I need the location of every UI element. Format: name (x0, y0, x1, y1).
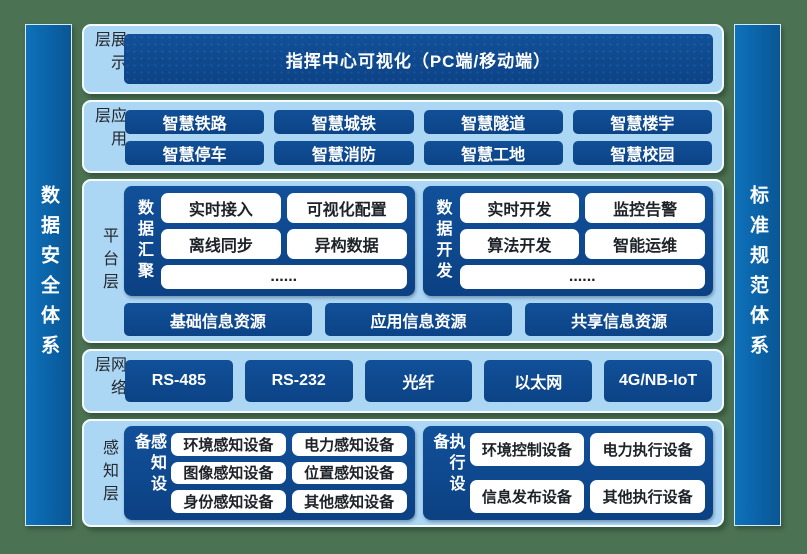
module-box: 实时接入 (161, 193, 281, 223)
device-box: 环境控制设备 (469, 433, 585, 466)
app-box: 智慧城铁 (274, 110, 414, 134)
resource-box: 共享信息资源 (525, 303, 714, 336)
application-grid: 智慧铁路 智慧城铁 智慧隧道 智慧楼宇 智慧停车 智慧消防 智慧工地 智慧校园 (124, 107, 713, 166)
network-box: RS-232 (244, 360, 353, 402)
pillar-data-security: 数据安全体系 (25, 24, 72, 526)
resource-box: 应用信息资源 (324, 303, 513, 336)
app-box: 智慧铁路 (125, 110, 265, 134)
module-box: 智能运维 (585, 229, 705, 259)
layer-stack: 展示层 指挥中心可视化（PC端/移动端） 应用层 智慧铁路 智慧城铁 智慧隧道 … (82, 24, 724, 527)
group-data-aggregation: 数据汇聚 实时接入 可视化配置 离线同步 异构数据 ...... (124, 186, 415, 296)
layer-label: 网络层 (92, 356, 125, 402)
device-box: 身份感知设备 (171, 490, 286, 513)
network-box: 光纤 (364, 360, 473, 402)
layer-perception-label-area: 感知层 (92, 426, 124, 520)
layer-platform: 平台层 数据汇聚 实时接入 可视化配置 离线同步 异构 (82, 179, 724, 343)
app-box: 智慧隧道 (423, 110, 563, 134)
device-box: 电力执行设备 (590, 433, 705, 466)
app-box: 智慧楼宇 (572, 110, 712, 134)
layer-perception: 感知层 感知设备 环境感知设备 电力感知设备 图像感知设备 位置感知设备 身份感… (82, 419, 724, 527)
group-sensing-devices: 感知设备 环境感知设备 电力感知设备 图像感知设备 位置感知设备 身份感知设备 … (124, 426, 415, 520)
module-box-ellipsis: ...... (161, 265, 407, 289)
module-box-ellipsis: ...... (459, 265, 705, 289)
device-box: 图像感知设备 (171, 461, 286, 485)
device-box: 电力感知设备 (291, 433, 407, 456)
layer-display-label-area: 展示层 (92, 31, 125, 87)
layer-display: 展示层 指挥中心可视化（PC端/移动端） (82, 24, 724, 94)
layer-label: 展示层 (92, 31, 125, 77)
pillar-standards-label: 标准规范体系 (747, 185, 768, 365)
group-execution-devices: 执行设备 环境控制设备 电力执行设备 信息发布设备 其他执行设备 (422, 426, 713, 520)
app-box: 智慧消防 (274, 141, 414, 165)
pillar-data-security-label: 数据安全体系 (38, 185, 59, 365)
device-box: 位置感知设备 (291, 461, 407, 485)
group-label: 执行设备 (430, 433, 464, 496)
device-box: 其他执行设备 (590, 480, 705, 513)
layer-label: 应用层 (92, 107, 125, 153)
module-box: 实时开发 (459, 193, 580, 223)
network-box: 以太网 (484, 360, 593, 402)
network-grid: RS-485 RS-232 光纤 以太网 4G/NB-IoT (124, 356, 713, 406)
network-box: 4G/NB-IoT (604, 360, 712, 402)
layer-label: 平台层 (100, 226, 117, 296)
app-box: 智慧停车 (125, 141, 265, 165)
layer-application: 应用层 智慧铁路 智慧城铁 智慧隧道 智慧楼宇 智慧停车 智慧消防 智慧工地 智… (82, 100, 724, 173)
network-box: RS-485 (125, 360, 233, 402)
device-box: 环境感知设备 (171, 433, 286, 456)
group-label: 感知设备 (132, 433, 165, 496)
layer-application-label-area: 应用层 (92, 107, 125, 166)
group-label: 数据开发 (433, 199, 451, 283)
group-label: 数据汇聚 (135, 199, 152, 283)
layer-network-label-area: 网络层 (92, 356, 125, 406)
layer-label: 感知层 (100, 438, 117, 508)
app-box: 智慧工地 (423, 141, 563, 165)
module-box: 异构数据 (286, 229, 407, 259)
device-box: 信息发布设备 (469, 480, 585, 513)
group-data-development: 数据开发 实时开发 监控告警 算法开发 智能运维 ...... (422, 186, 713, 296)
display-main-box: 指挥中心可视化（PC端/移动端） (124, 34, 713, 84)
module-box: 监控告警 (585, 193, 705, 223)
module-box: 算法开发 (459, 229, 580, 259)
app-box: 智慧校园 (572, 141, 712, 165)
layer-platform-label-area: 平台层 (92, 186, 124, 336)
module-box: 离线同步 (161, 229, 281, 259)
layer-network: 网络层 RS-485 RS-232 光纤 以太网 4G/NB-IoT (82, 349, 724, 413)
resource-box: 基础信息资源 (124, 303, 312, 336)
device-box: 其他感知设备 (291, 490, 407, 513)
pillar-standards: 标准规范体系 (734, 24, 781, 526)
module-box: 可视化配置 (286, 193, 407, 223)
